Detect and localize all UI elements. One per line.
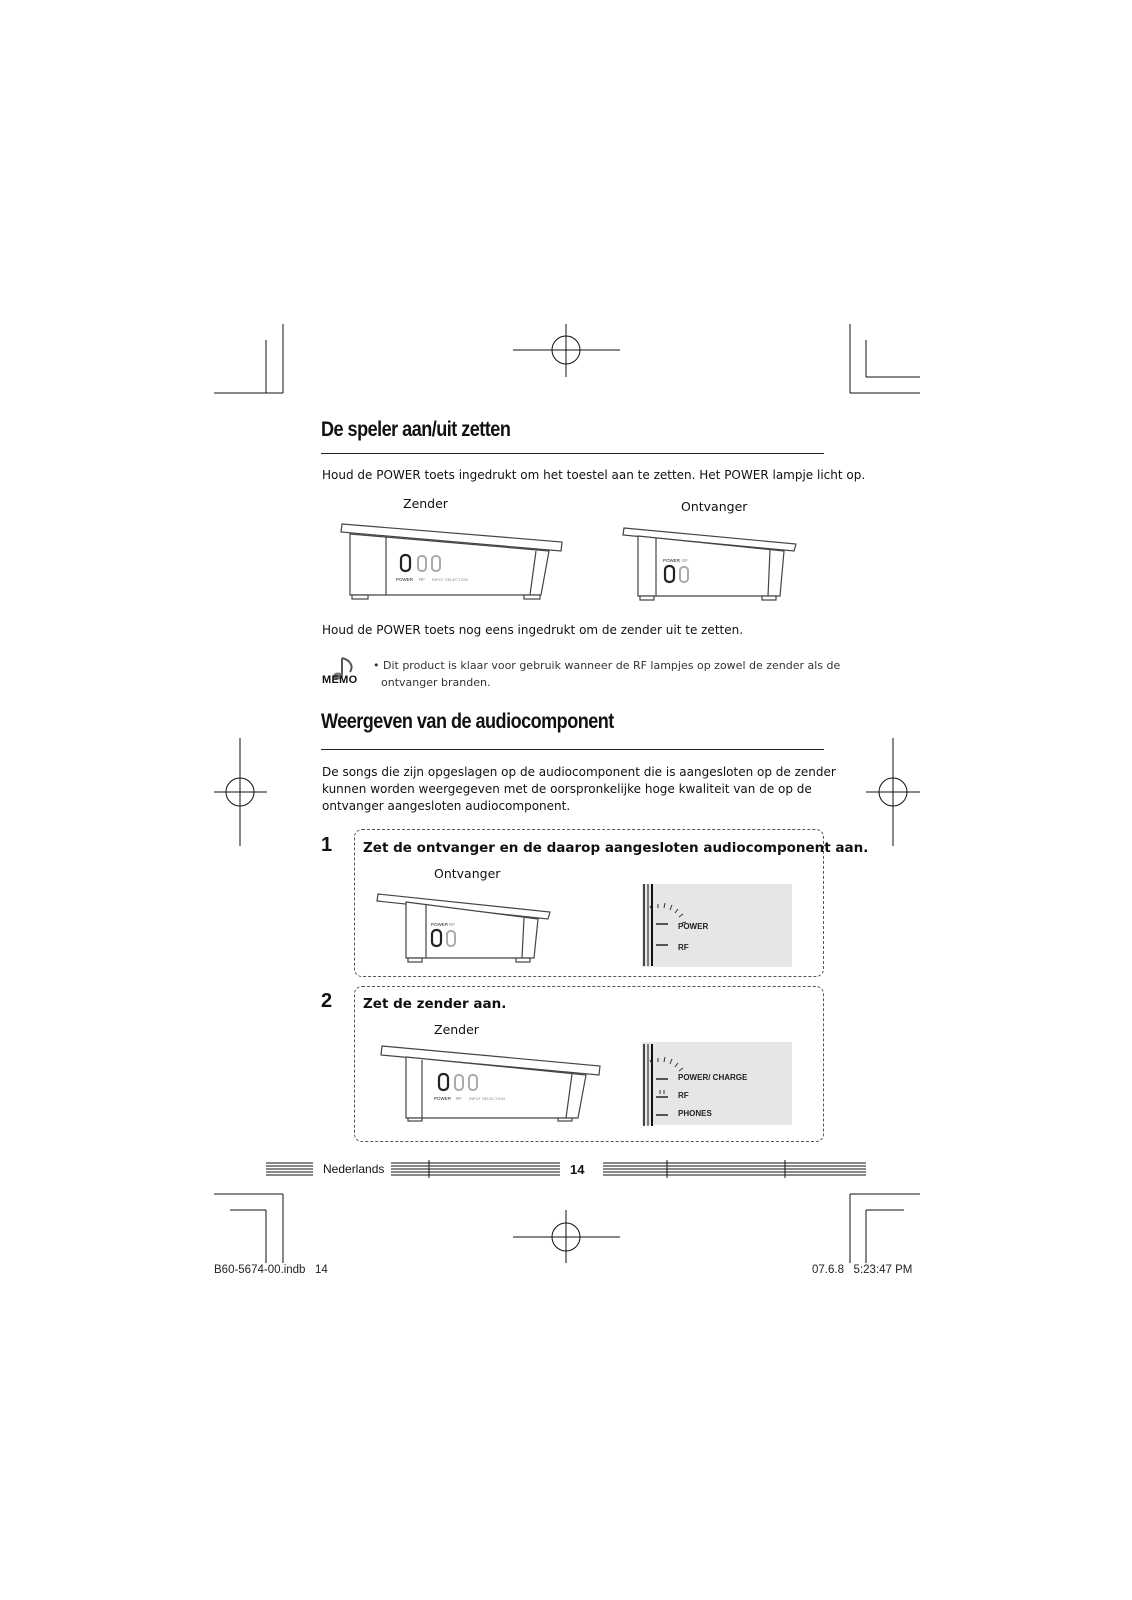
step-1-indicator-lines xyxy=(643,884,687,966)
section-title-playback: Weergeven van de audiocomponent xyxy=(321,710,614,733)
step-1-receiver-illustration: POWER RF xyxy=(376,893,551,963)
svg-text:POWER: POWER xyxy=(431,922,449,927)
transmitter-label: Zender xyxy=(403,496,448,511)
svg-text:INPUT SELECTION: INPUT SELECTION xyxy=(469,1096,505,1101)
step-1-indicator-panel xyxy=(642,884,792,967)
power-off-instruction: Houd de POWER toets nog eens ingedrukt o… xyxy=(322,623,744,637)
step-2-indicator-lines xyxy=(643,1044,684,1126)
section-title-power: De speler aan/uit zetten xyxy=(321,418,511,441)
step-1-number: 1 xyxy=(321,834,333,856)
svg-text:POWER: POWER xyxy=(663,558,681,563)
step-2-indicator-panel xyxy=(642,1042,792,1125)
step-2-power-charge-led-label: POWER/ CHARGE xyxy=(678,1073,748,1082)
playback-intro-3: ontvanger aangesloten audiocomponent. xyxy=(322,799,571,813)
footer-page-number: 14 xyxy=(570,1162,585,1177)
svg-text:RF: RF xyxy=(419,577,425,582)
title-rule xyxy=(321,453,824,454)
memo-icon-text: MEMO xyxy=(322,674,358,686)
svg-text:RF: RF xyxy=(682,558,688,563)
svg-text:RF: RF xyxy=(449,922,455,927)
step-2-number: 2 xyxy=(321,990,333,1012)
step-2-phones-led-label: PHONES xyxy=(678,1109,712,1118)
step-1-box xyxy=(354,829,824,977)
memo-line-1: • Dit product is klaar voor gebruik wann… xyxy=(373,659,841,672)
print-file-info: B60-5674-00.indb 14 xyxy=(214,1264,328,1276)
step-2-device-label: Zender xyxy=(434,1022,479,1037)
title-rule-2 xyxy=(321,749,824,750)
playback-intro-2: kunnen worden weergegeven met de oorspro… xyxy=(322,782,812,796)
svg-text:INPUT SELECTION: INPUT SELECTION xyxy=(432,577,468,582)
step-1-device-label: Ontvanger xyxy=(434,866,501,881)
step-2-transmitter-illustration: POWER RF INPUT SELECTION xyxy=(380,1045,601,1122)
memo-line-2: ontvanger branden. xyxy=(381,676,491,689)
receiver-label: Ontvanger xyxy=(681,499,748,514)
transmitter-power-text: POWER xyxy=(396,577,414,582)
svg-text:RF: RF xyxy=(456,1096,462,1101)
footer-rules xyxy=(266,1160,866,1178)
power-on-instruction: Houd de POWER toets ingedrukt om het toe… xyxy=(322,468,866,482)
transmitter-illustration: POWER RF INPUT SELECTION xyxy=(340,523,563,600)
footer-language: Nederlands xyxy=(320,1162,388,1176)
step-1-power-led-label: POWER xyxy=(678,922,709,931)
svg-text:POWER: POWER xyxy=(434,1096,452,1101)
step-1-title: Zet de ontvanger en de daarop aangeslote… xyxy=(363,840,869,856)
step-2-box xyxy=(354,986,824,1142)
receiver-illustration: POWER RF xyxy=(622,527,797,601)
print-timestamp: 07.6.8 5:23:47 PM xyxy=(812,1264,913,1276)
step-2-rf-led-label: RF xyxy=(678,1091,689,1100)
step-2-title: Zet de zender aan. xyxy=(363,996,507,1012)
playback-intro-1: De songs die zijn opgeslagen op de audio… xyxy=(322,765,836,779)
memo-icon xyxy=(333,657,353,680)
step-1-rf-led-label: RF xyxy=(678,943,689,952)
